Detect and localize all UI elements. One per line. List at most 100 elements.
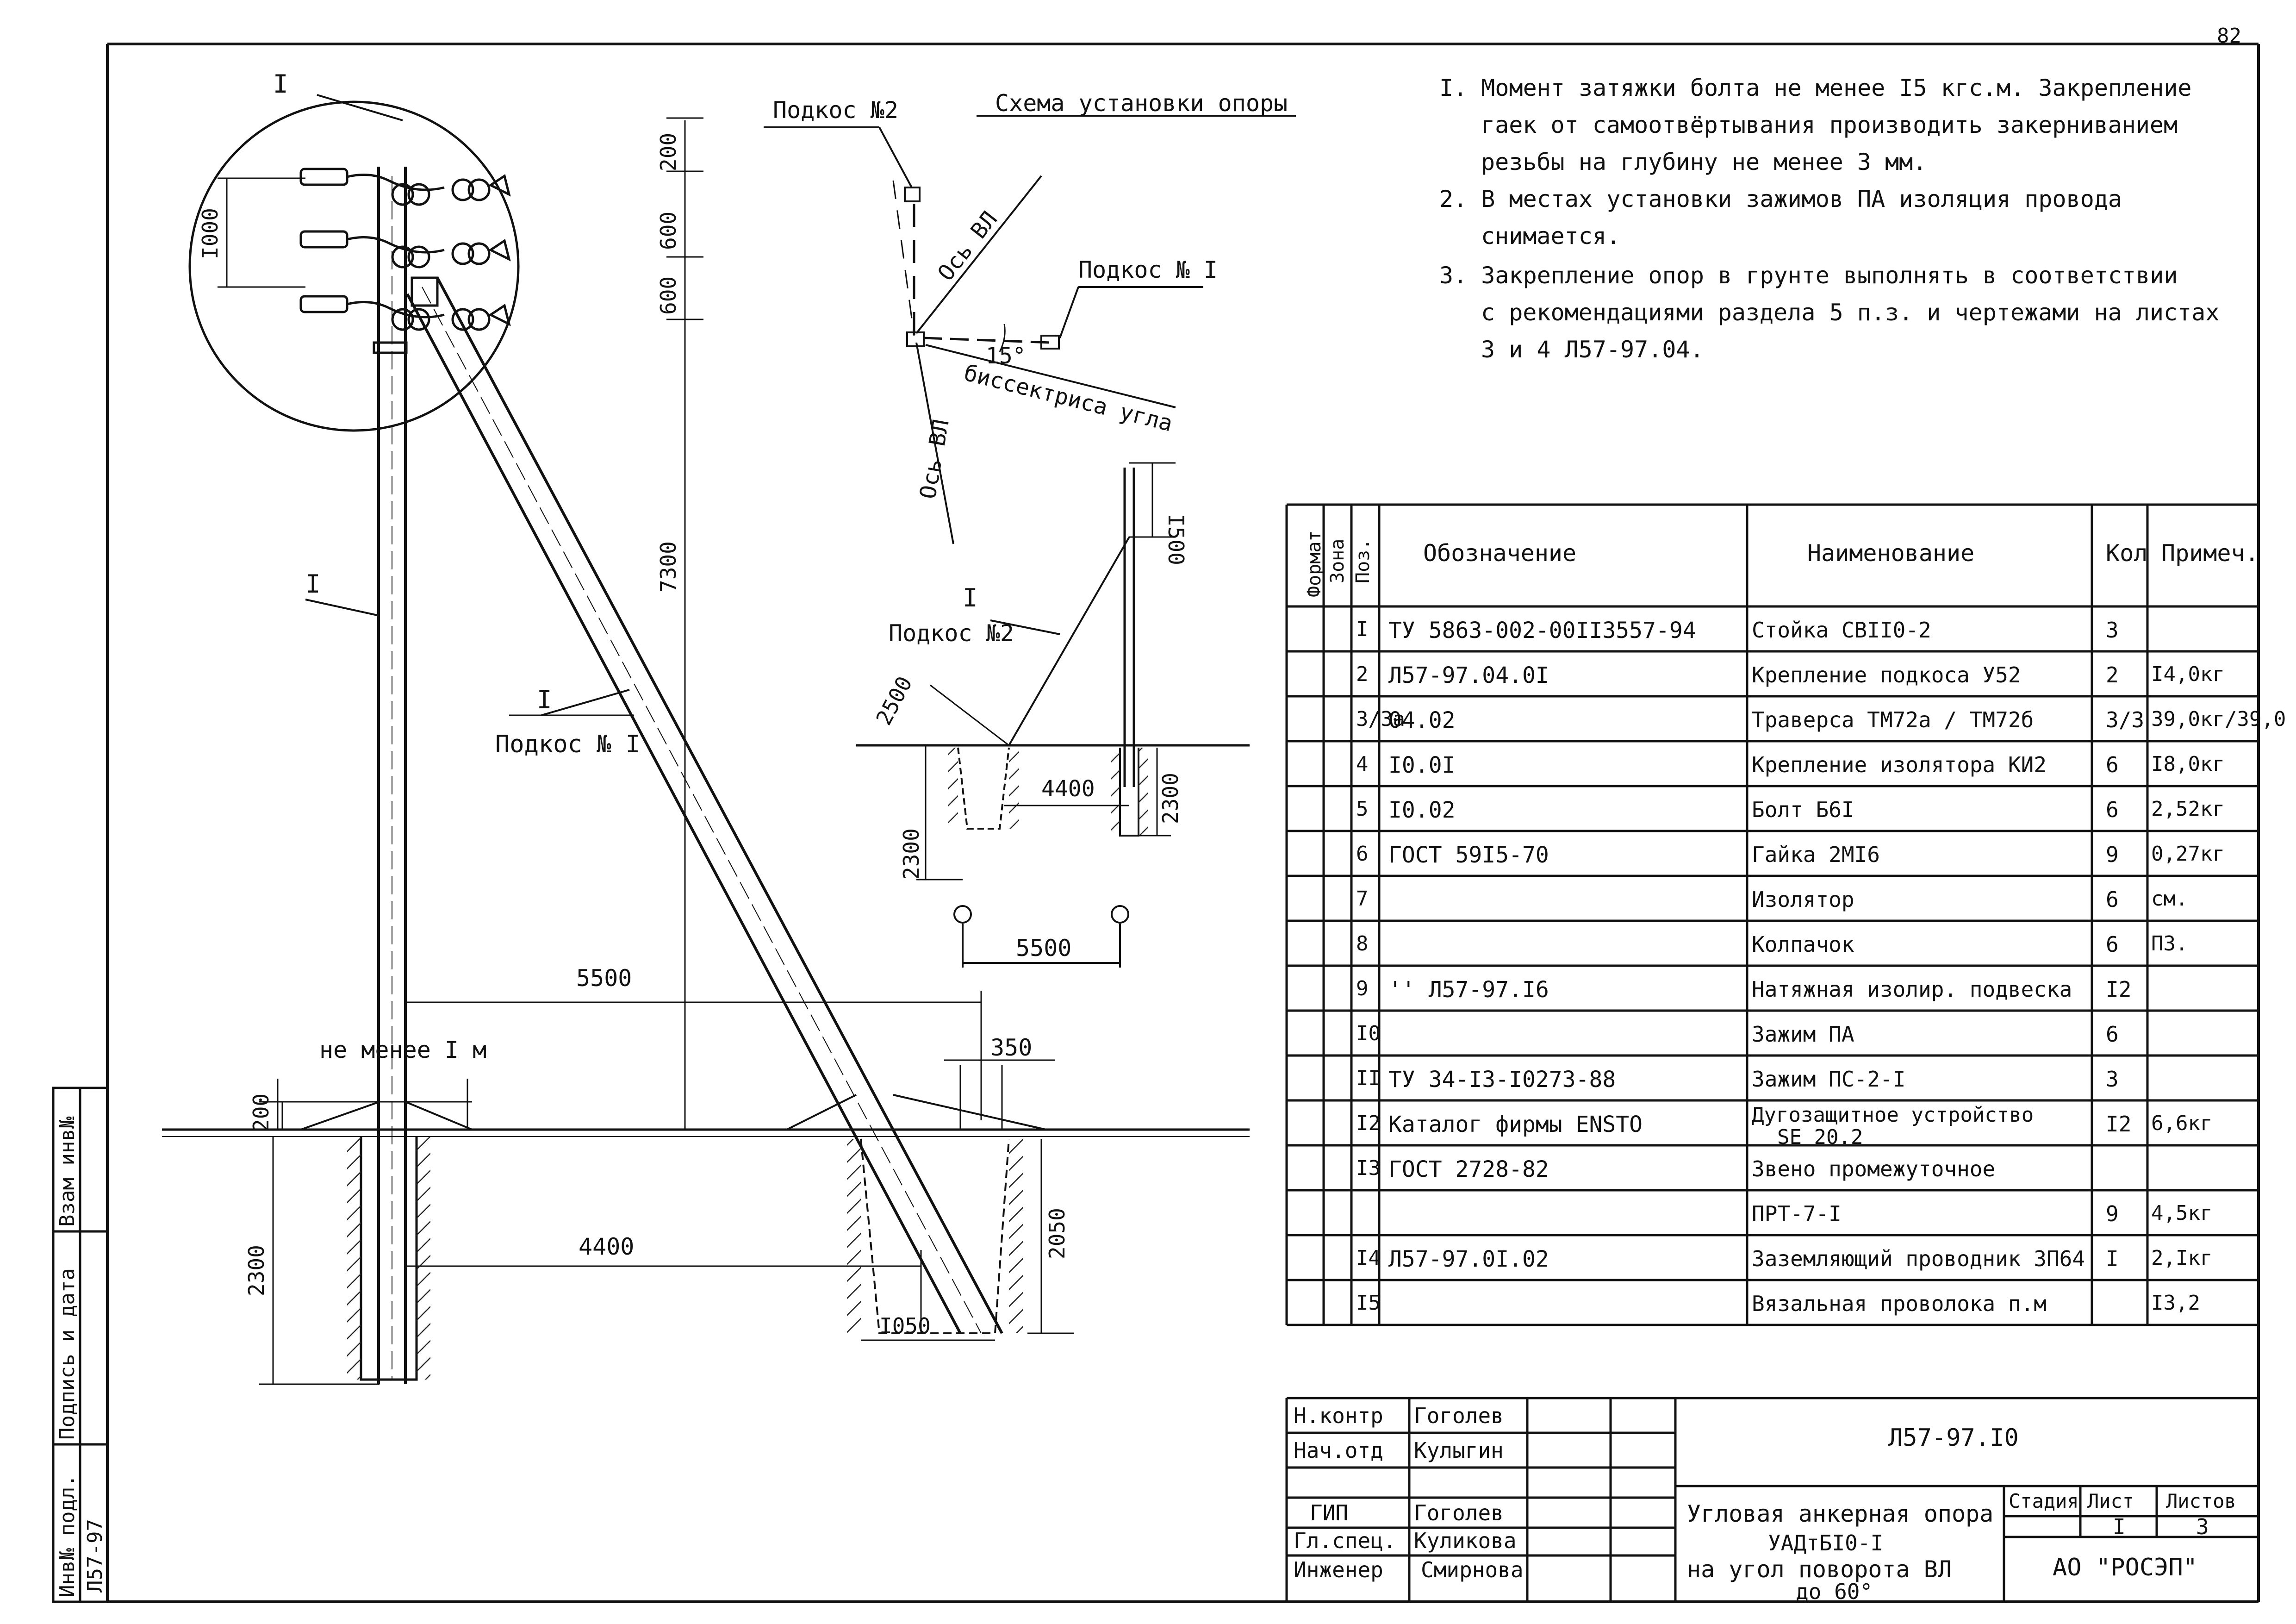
table-cell-note: 2,Iкг	[2151, 1246, 2213, 1270]
table-cell-name: Звено промежуточное	[1752, 1156, 1996, 1181]
table-cell-pos: 2	[1356, 662, 1369, 686]
table-cell-designation: Каталог фирмы ENSTO	[1388, 1112, 1643, 1137]
note-line-5: снимается.	[1481, 223, 1621, 250]
note-line-7: с рекомендациями раздела 5 п.з. и чертеж…	[1481, 299, 2220, 326]
main-node-label: I	[273, 69, 288, 99]
table-cell-note: 0,27кг	[2151, 842, 2225, 866]
dim-600-b: 600	[656, 276, 681, 315]
table-cell-designation: 04.02	[1388, 707, 1456, 733]
side-stamp-code: Л57-97	[83, 1519, 107, 1593]
table-cell-name: ПРТ-7-I	[1752, 1201, 1842, 1226]
table-cell-pos: 4	[1356, 752, 1369, 776]
scheme-angle: 15°	[986, 343, 1026, 369]
table-cell-qty: 6	[2106, 1022, 2119, 1047]
tb-role-0: Н.контр	[1294, 1403, 1383, 1428]
dim-min-depth: не менее I м	[319, 1037, 486, 1063]
dim-200-top: 200	[656, 133, 681, 171]
tb-role-5: Инженер	[1294, 1557, 1383, 1582]
dim-7300: 7300	[656, 541, 681, 593]
table-cell-pos: I5	[1356, 1291, 1381, 1315]
dim-4400: 4400	[579, 1233, 634, 1260]
table-cell-pos: I0	[1356, 1022, 1381, 1045]
table-cell-pos: 7	[1356, 887, 1369, 911]
table-cell-designation: ТУ 5863-002-00II3557-94	[1388, 618, 1696, 643]
table-cell-name: Траверса ТМ72а / ТМ72б	[1752, 707, 2034, 732]
table-cell-pos: I4	[1356, 1246, 1381, 1270]
table-cell-pos: 9	[1356, 977, 1369, 1000]
table-cell-note: см.	[2151, 887, 2188, 911]
spacing-view	[953, 905, 1129, 968]
table-header-designation: Обозначение	[1423, 540, 1577, 567]
tb-title-line2: УАДтБI0-I	[1768, 1530, 1884, 1555]
dim-350: 350	[990, 1034, 1032, 1061]
tb-sheets-total: 3	[2196, 1514, 2209, 1539]
strut-view-2500: 2500	[871, 672, 917, 729]
table-cell-pos: I	[1356, 618, 1369, 641]
tb-sheet-no: I	[2113, 1514, 2126, 1539]
table-cell-qty: 3	[2106, 1067, 2119, 1092]
table-cell-name2: SE 20.2	[1777, 1125, 1863, 1149]
table-cell-name: Зажим ПА	[1752, 1022, 1854, 1047]
main-strut-name: Подкос № I	[495, 731, 640, 758]
tb-org: АО "РОСЭП"	[2053, 1554, 2198, 1581]
note-line-1: I. Момент затяжки болта не менее I5 кгс.…	[1439, 75, 2192, 101]
strut-view-label: Подкос №2	[889, 620, 1014, 647]
main-view	[162, 94, 1250, 1385]
table-header-name: Наименование	[1807, 540, 1975, 567]
tb-sheet-label: Лист	[2087, 1490, 2134, 1512]
table-cell-name: Крепление изолятора КИ2	[1752, 752, 2047, 777]
table-cell-name: Гайка 2МI6	[1752, 842, 1880, 867]
table-cell-designation: ГОСТ 2728-82	[1388, 1156, 1549, 1182]
tb-name-4: Куликова	[1414, 1528, 1517, 1553]
scheme-axis1: Ось ВЛ	[933, 206, 1002, 286]
main-strut-label: I	[537, 685, 552, 714]
dim-200-bottom: 200	[249, 1093, 274, 1132]
scheme-bisector: биссектриса угла	[961, 360, 1175, 437]
table-cell-designation: ТУ 34-I3-I0273-88	[1388, 1067, 1616, 1093]
table-cell-qty: I	[2106, 1246, 2119, 1271]
table-cell-qty: 3/3	[2106, 707, 2145, 732]
tb-name-5: Смирнова	[1421, 1557, 1524, 1582]
tb-stage-label: Стадия	[2009, 1490, 2079, 1512]
table-cell-pos: 8	[1356, 932, 1369, 956]
table-cell-name: Изолятор	[1752, 887, 1854, 912]
strut-view-4400: 4400	[1041, 776, 1095, 802]
table-cell-name: Дугозащитное устройство	[1752, 1103, 2034, 1127]
table-cell-note: 39,0кг/39,0	[2151, 707, 2286, 731]
table-cell-qty: 6	[2106, 752, 2119, 777]
sheet-corner-number: 82	[2217, 24, 2241, 48]
title-block-grid	[1285, 1397, 2259, 1602]
table-cell-note: I3,2	[2151, 1291, 2200, 1315]
tb-role-4: Гл.спец.	[1294, 1528, 1396, 1553]
table-cell-name: Крепление подкоса У52	[1752, 662, 2021, 687]
table-cell-note: ПЗ.	[2151, 932, 2188, 956]
table-cell-pos: I2	[1356, 1112, 1381, 1135]
table-cell-note: 4,5кг	[2151, 1201, 2213, 1225]
table-cell-qty: 3	[2106, 618, 2119, 643]
table-cell-pos: 5	[1356, 797, 1369, 821]
table-cell-qty: 6	[2106, 887, 2119, 912]
table-cell-name: Колпачок	[1752, 932, 1854, 957]
side-stamp-inv-orig: Инв№ подл.	[56, 1474, 79, 1597]
table-cell-note: 6,6кг	[2151, 1112, 2213, 1135]
scheme-strut1: Подкос № I	[1078, 256, 1218, 283]
tb-name-1: Кулыгин	[1414, 1438, 1504, 1463]
table-cell-pos: 3/3а	[1356, 707, 1405, 731]
note-line-3: резьбы на глубину не менее 3 мм.	[1481, 149, 1927, 175]
strut-view-1500: I500	[1164, 514, 1188, 565]
side-stamp-sign-date: Подпись и дата	[56, 1268, 79, 1440]
side-stamp-inv-repl: Взам инв№	[56, 1116, 79, 1227]
scheme-title: Схема установки опоры	[995, 90, 1288, 117]
table-header-zone: Зона	[1327, 538, 1348, 583]
side-stamp	[52, 1087, 109, 1603]
table-cell-qty: 6	[2106, 932, 2119, 957]
dim-1050: I050	[879, 1313, 931, 1338]
tb-role-1: Нач.отд	[1294, 1438, 1383, 1463]
table-header-qty: Кол	[2106, 540, 2148, 567]
scheme-view	[764, 115, 1296, 544]
note-line-6: 3. Закрепление опор в грунте выполнять в…	[1439, 262, 2178, 289]
table-header-note: Примеч.	[2161, 540, 2259, 567]
dim-1000: I000	[198, 208, 223, 259]
main-pole-label: I	[305, 569, 321, 599]
